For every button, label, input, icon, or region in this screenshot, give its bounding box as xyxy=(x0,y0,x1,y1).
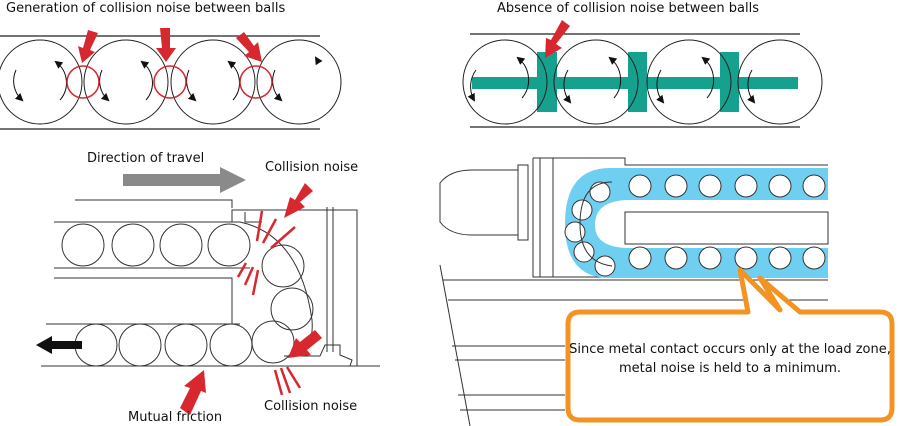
friction-label: Mutual friction xyxy=(128,410,223,425)
collision-label-top: Collision noise xyxy=(265,160,359,175)
contact-point-marker xyxy=(153,65,187,99)
noise-marks xyxy=(236,210,302,396)
ball xyxy=(83,39,169,125)
return-arrow-icon xyxy=(36,336,82,354)
bottom-right-diagram xyxy=(439,157,895,426)
bottom-left-diagram xyxy=(36,167,380,415)
grease-nipple xyxy=(439,169,519,236)
ball xyxy=(553,39,639,125)
balls-upper xyxy=(61,223,314,367)
ball xyxy=(0,39,83,125)
end-cap xyxy=(532,157,828,278)
retainer-band xyxy=(579,181,613,267)
ball xyxy=(462,39,548,125)
direction-label: Direction of travel xyxy=(87,151,205,166)
top-left-diagram xyxy=(0,28,342,130)
panel-title-absence: Absence of collision noise between balls xyxy=(497,1,760,16)
ball xyxy=(646,39,732,125)
callout-box xyxy=(565,267,895,423)
callout-text: Since metal contact occurs only at the l… xyxy=(569,342,891,376)
lubricant-zone xyxy=(565,168,828,278)
rail-inner xyxy=(624,211,829,245)
contact-point-marker xyxy=(239,65,273,99)
collision-label-bottom: Collision noise xyxy=(264,399,358,414)
collision-arrows xyxy=(180,183,322,415)
retainer-arrow xyxy=(545,20,570,58)
collision-arrows xyxy=(78,28,262,63)
hex-nut xyxy=(517,164,529,241)
ball xyxy=(256,39,342,125)
contact-point-marker xyxy=(66,65,100,99)
top-right-diagram xyxy=(462,20,823,128)
rotation-arrows xyxy=(13,56,323,102)
direction-arrow-icon xyxy=(123,167,246,193)
ball xyxy=(170,39,256,125)
rotation-arrows xyxy=(467,56,756,104)
panel-title-collision: Generation of collision noise between ba… xyxy=(6,1,286,16)
ball xyxy=(737,39,823,125)
